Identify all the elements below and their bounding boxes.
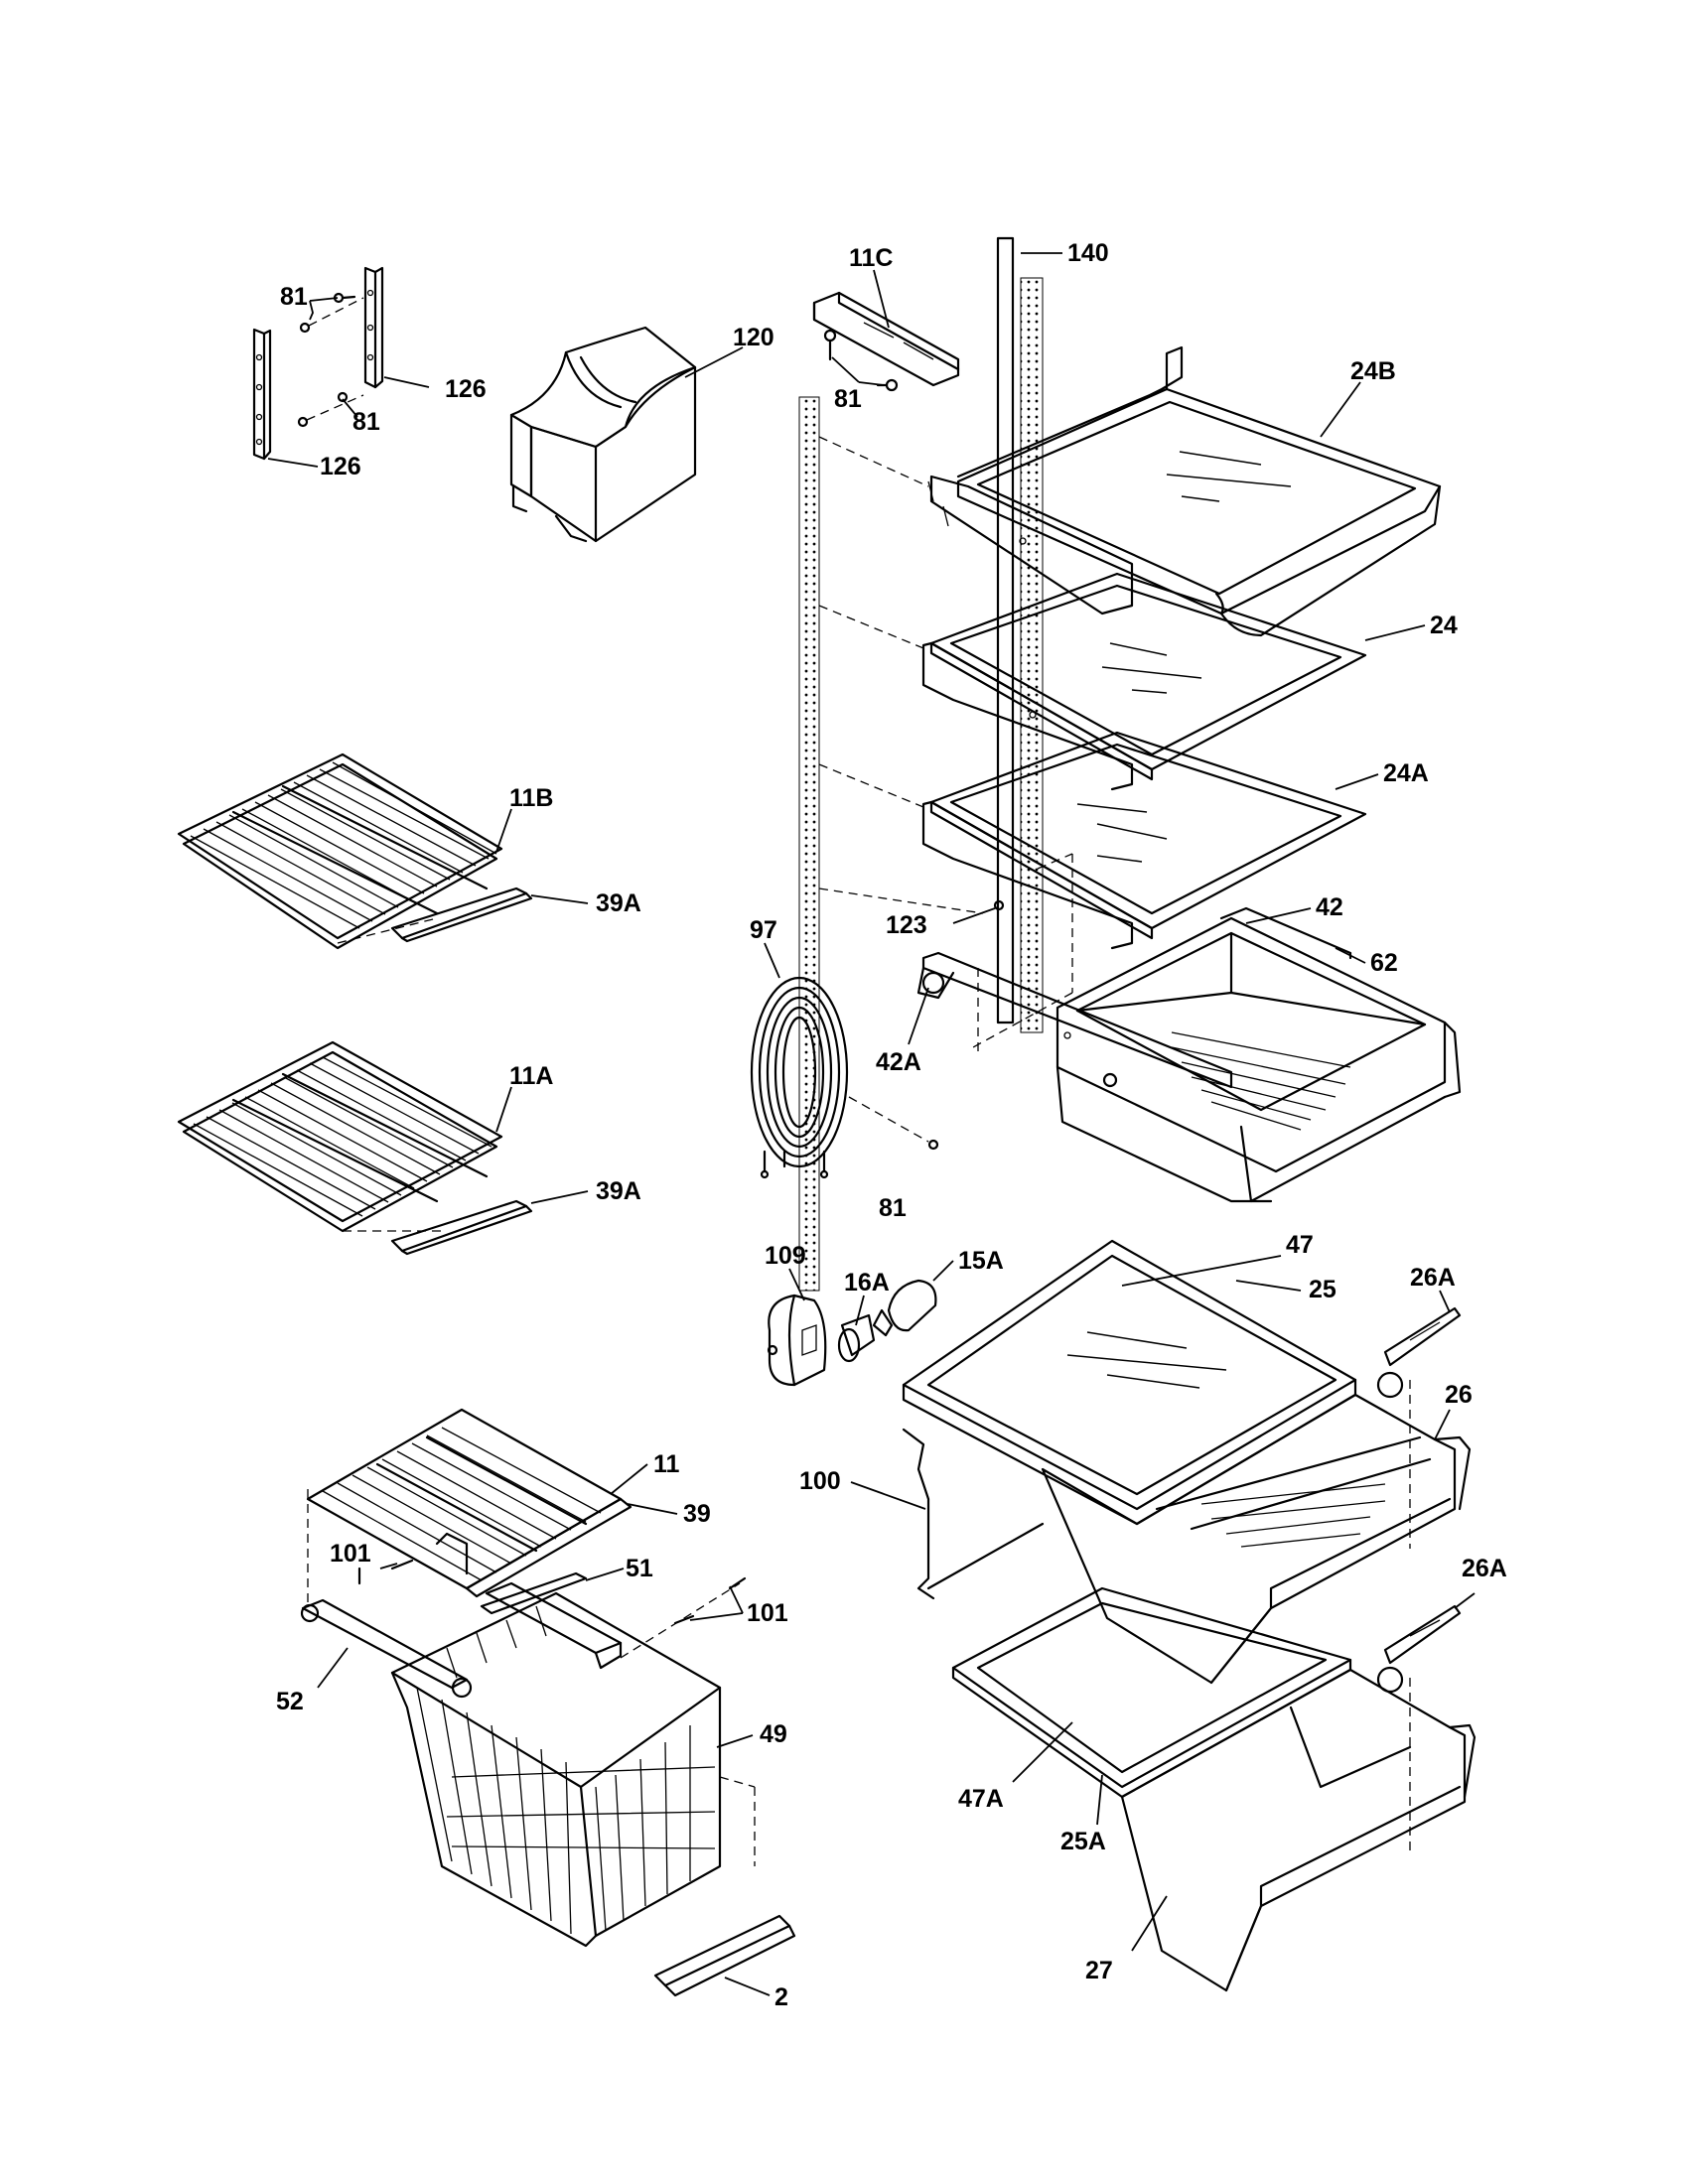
part-16A-socket [837, 1313, 876, 1363]
part-39-strip [465, 1497, 633, 1598]
part-24A-shelf [921, 731, 1367, 993]
callout-101: 101 [330, 1540, 371, 1568]
part-49-basket [390, 1591, 756, 1948]
callout-labels: 140 11C 81 81 81 81 126 126 120 24B 24 2… [276, 239, 1507, 2011]
part-81-screws-top-left [297, 292, 364, 428]
callout-97: 97 [750, 916, 777, 944]
callout-81: 81 [352, 408, 380, 436]
part-126-brackets [252, 266, 384, 461]
callout-109: 109 [765, 1242, 806, 1270]
part-42A-rail [916, 951, 1233, 1089]
callout-42A: 42A [876, 1048, 921, 1076]
callout-81: 81 [834, 385, 862, 413]
callout-51: 51 [626, 1555, 653, 1582]
part-2-strip [653, 1914, 796, 1997]
callout-15A: 15A [958, 1247, 1004, 1275]
part-11B-wire-shelf [177, 752, 503, 950]
callout-11C: 11C [849, 244, 893, 272]
part-26A-clip-upper [1376, 1306, 1462, 1549]
callout-120: 120 [733, 324, 774, 351]
callout-11: 11 [653, 1450, 680, 1478]
part-27-lower-drawer [1120, 1668, 1477, 1992]
callout-101: 101 [747, 1599, 788, 1627]
part-26-drawer [1041, 1393, 1472, 1685]
part-24B-shelf [927, 345, 1442, 637]
callout-81: 81 [879, 1194, 907, 1222]
callout-126: 126 [320, 453, 361, 480]
part-39A-strip-lower [343, 1199, 533, 1256]
callout-16A: 16A [844, 1269, 890, 1297]
part-11A-wire-shelf [177, 1040, 503, 1233]
part-100-panel [902, 1428, 1045, 1600]
callout-39A: 39A [596, 889, 641, 917]
part-11C-bracket [812, 291, 960, 392]
part-97-coil [750, 976, 939, 1179]
callout-123: 123 [886, 911, 927, 939]
callout-62: 62 [1370, 949, 1398, 977]
callout-39A: 39A [596, 1177, 641, 1205]
part-109-light-cover [767, 1294, 827, 1387]
callout-2: 2 [774, 1983, 788, 2011]
callout-26A: 26A [1462, 1555, 1507, 1582]
part-123-screw [993, 899, 1005, 911]
callout-25A: 25A [1060, 1828, 1106, 1855]
callout-26: 26 [1445, 1381, 1473, 1409]
callout-140: 140 [1067, 239, 1109, 267]
part-62-pan [1055, 906, 1462, 1203]
callout-24A: 24A [1383, 759, 1429, 787]
callout-47A: 47A [958, 1785, 1004, 1813]
callout-11B: 11B [509, 784, 553, 812]
callout-25: 25 [1309, 1276, 1336, 1303]
part-25A-lower-cover [951, 1586, 1352, 1799]
callout-26A: 26A [1410, 1264, 1456, 1292]
part-39A-strip-upper [337, 887, 533, 944]
callout-24B: 24B [1350, 357, 1396, 385]
part-15A-bulb [872, 1279, 937, 1337]
callout-47: 47 [1286, 1231, 1314, 1259]
part-101-screws [307, 1489, 747, 1659]
callout-49: 49 [760, 1720, 787, 1748]
callout-52: 52 [276, 1688, 304, 1715]
leader-lines [267, 252, 1476, 1996]
callout-42: 42 [1316, 893, 1343, 921]
part-120-bin [509, 326, 697, 543]
part-51-rail [480, 1571, 623, 1670]
callout-81: 81 [280, 283, 308, 311]
callout-39: 39 [683, 1500, 711, 1528]
part-24-shelf [921, 572, 1367, 791]
callout-24: 24 [1430, 612, 1458, 639]
part-52-rail [300, 1598, 473, 1699]
callout-126: 126 [445, 375, 487, 403]
callout-100: 100 [799, 1467, 841, 1495]
callout-11A: 11A [509, 1062, 553, 1090]
callout-27: 27 [1085, 1957, 1113, 1984]
part-26A-clip-lower [1376, 1604, 1462, 1856]
